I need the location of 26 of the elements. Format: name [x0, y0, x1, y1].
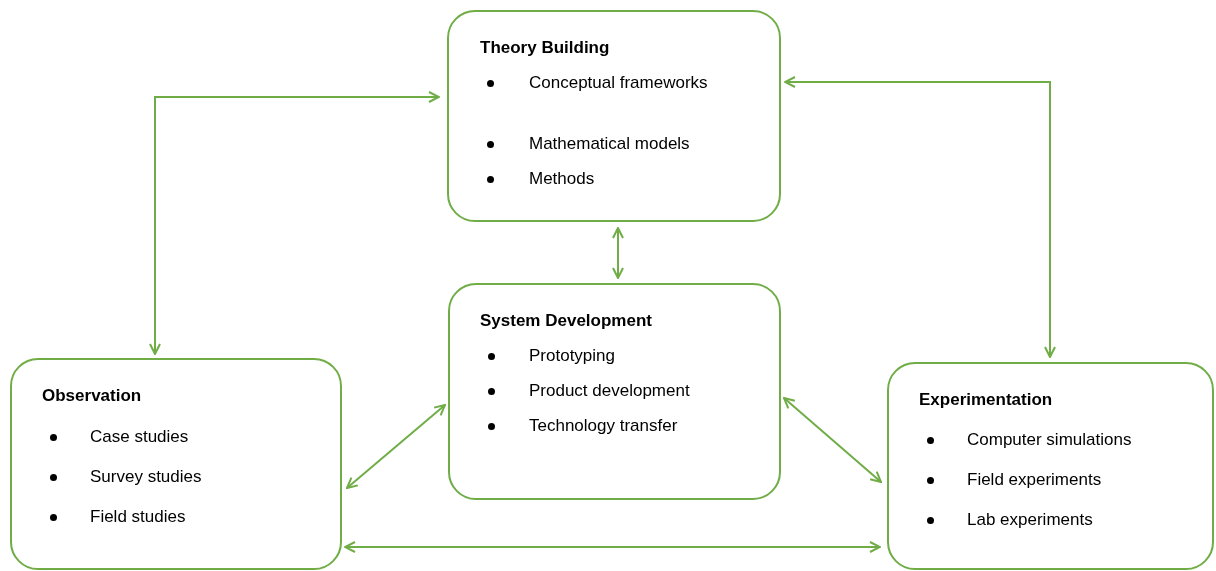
bullet-text: Conceptual frameworks [529, 72, 709, 94]
bullet-text: Methods [529, 168, 596, 190]
rounded-box [447, 10, 781, 222]
bullet-text: Case studies [90, 426, 190, 448]
double-arrow [346, 404, 446, 489]
rounded-box [10, 358, 342, 570]
box-heading: System Development [480, 311, 652, 331]
double-arrow [344, 541, 881, 553]
double-arrow [783, 397, 882, 483]
double-arrow [149, 91, 440, 355]
box-heading: Observation [42, 386, 142, 406]
bullet-text: Product development [529, 380, 691, 402]
bullet-text: Mathematical models [529, 133, 691, 155]
bullet-text: Technology transfer [529, 415, 679, 437]
rounded-box [887, 362, 1214, 570]
double-arrow [612, 227, 624, 279]
bullet-text: Computer simulations [967, 429, 1133, 451]
bullet-text: Prototyping [529, 345, 616, 367]
rounded-box [448, 283, 781, 500]
box-heading: Experimentation [919, 390, 1053, 410]
bullet-text: Field studies [90, 506, 187, 528]
bullet-text: Survey studies [90, 466, 203, 488]
box-heading: Theory Building [480, 38, 610, 58]
bullet-text: Lab experiments [967, 509, 1094, 531]
bullet-text: Field experiments [967, 469, 1103, 491]
double-arrow [784, 76, 1056, 358]
